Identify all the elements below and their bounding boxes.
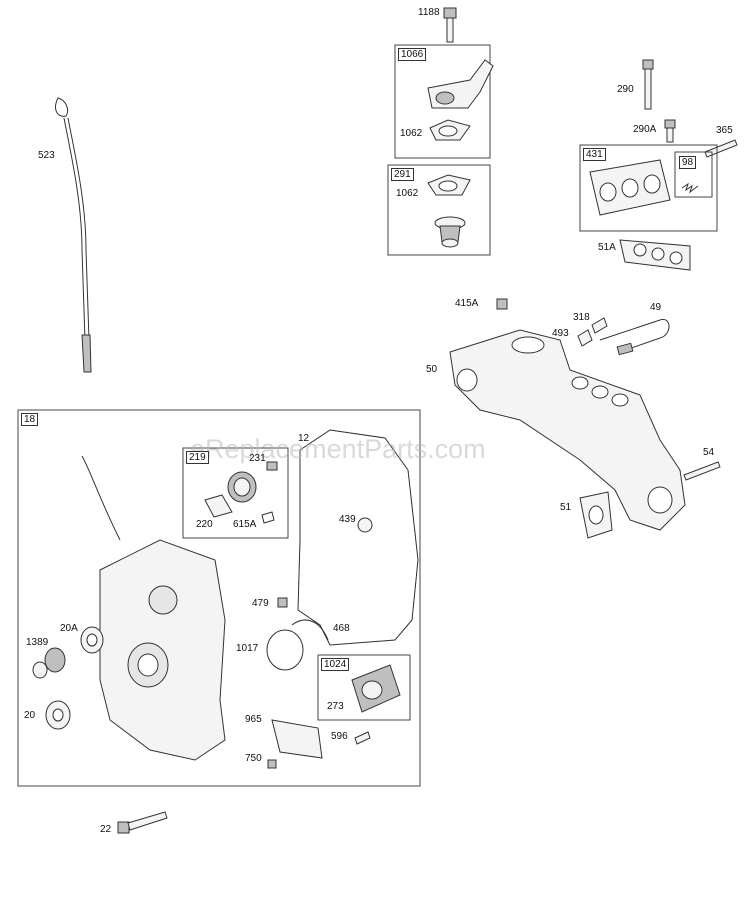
- box-98: [674, 151, 713, 198]
- box-1066: [394, 44, 491, 159]
- gasket-part-51A: [619, 239, 691, 271]
- tube-part-468: [291, 619, 329, 641]
- stud-part-365: [704, 139, 738, 158]
- bolt-part-479: [277, 597, 288, 608]
- bolt-part-290: [642, 59, 654, 110]
- box-431: [579, 144, 718, 232]
- gasket-part-1062-upper: [429, 119, 471, 141]
- bolt-part-54: [683, 461, 721, 481]
- oring-part-1017: [266, 629, 304, 671]
- plug-part-415A: [496, 298, 508, 310]
- cover-part-965: [271, 719, 323, 759]
- seal-part-20A: [80, 626, 104, 654]
- box-18: [17, 409, 421, 787]
- hose-clamp-part-49: [599, 319, 670, 356]
- gear-part-1389: [32, 647, 66, 679]
- thermostat-part-291: [434, 216, 466, 248]
- bolt-part-22: [117, 811, 168, 834]
- gasket-part-1062-lower: [427, 174, 471, 196]
- crankcase-cover: [81, 455, 226, 761]
- fitting-part-318: [591, 317, 608, 334]
- seal-part-20: [45, 700, 71, 730]
- box-1024: [317, 654, 411, 721]
- clip-part-615A: [261, 511, 275, 524]
- bolt-part-750: [267, 759, 277, 769]
- screw-part-231: [266, 461, 278, 471]
- gear-part-219: [227, 471, 257, 503]
- box-219: [182, 447, 289, 539]
- lever-part-220: [204, 494, 233, 518]
- fitting-part-493: [577, 329, 593, 347]
- bolt-part-290A: [664, 119, 676, 143]
- box-291: [387, 164, 491, 256]
- screw-part-596: [354, 731, 371, 745]
- seal-part-439: [357, 517, 373, 533]
- intake-manifold-part-50: [449, 329, 686, 531]
- gasket-part-12: [297, 429, 419, 646]
- oil-pump-part-1024: [351, 664, 401, 713]
- thermostat-housing-part-1066: [427, 59, 494, 109]
- bolt-part-1188: [443, 7, 457, 43]
- dipstick-part-523: [55, 97, 92, 373]
- spring-part-98: [681, 182, 699, 194]
- adapter-part-431: [589, 159, 671, 216]
- gasket-part-51: [579, 491, 613, 539]
